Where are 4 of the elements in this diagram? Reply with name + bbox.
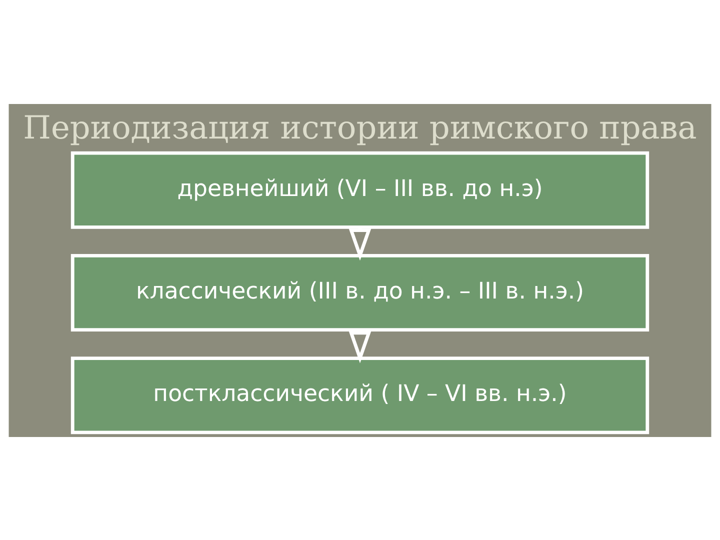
node-box: классический (III в. до н.э. – III в. н.э.) bbox=[70, 253, 650, 331]
diagram-title: Периодизация истории римского права bbox=[23, 108, 697, 146]
node-box: постклассический ( IV – VI вв. н.э.) bbox=[70, 356, 650, 434]
node-box: древнейший (VI – III вв. до н.э) bbox=[70, 150, 650, 228]
